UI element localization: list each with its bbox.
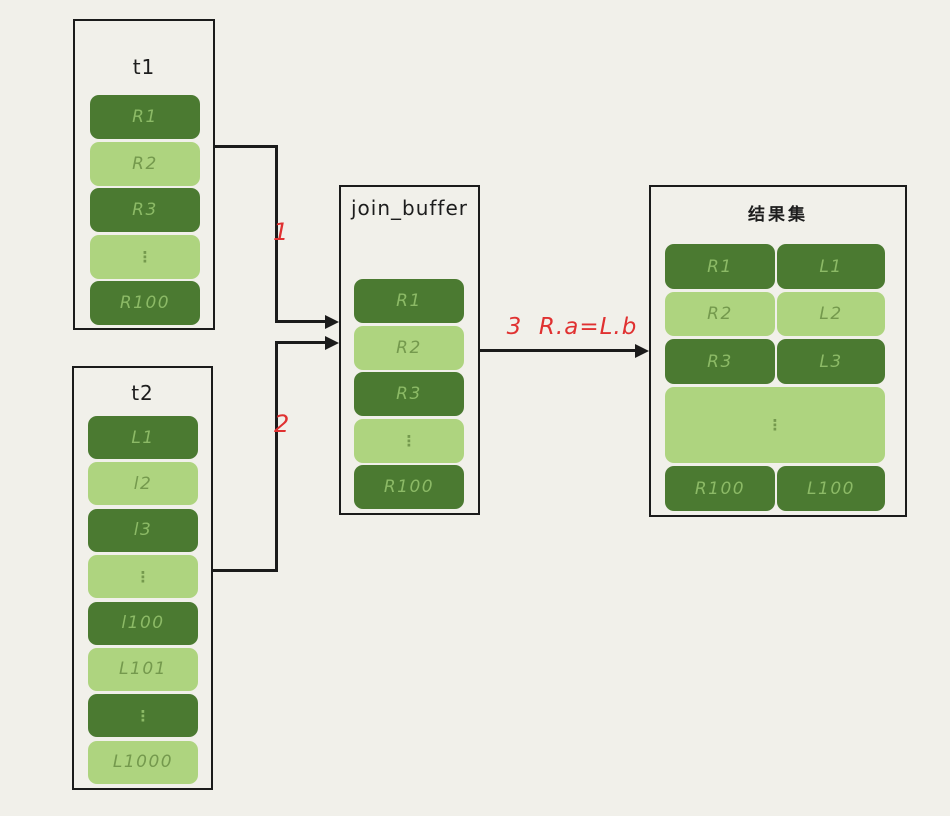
t1-row-R2: R2 bbox=[90, 141, 200, 186]
table-t1-title: t1 bbox=[132, 55, 156, 79]
t2-row-l2: l2 bbox=[88, 462, 198, 506]
t2-row-L1: L1 bbox=[88, 416, 198, 459]
join-buffer-row-dots: ⋮ bbox=[354, 418, 464, 463]
t2-row-l100: l100 bbox=[88, 601, 198, 645]
result-cell-L100: L100 bbox=[777, 466, 885, 511]
connector-1-horizontal-into-buffer bbox=[275, 320, 326, 323]
connector-3-horizontal bbox=[480, 349, 637, 352]
join-buffer-row-R100: R100 bbox=[354, 465, 464, 509]
connector-1-arrowhead-icon bbox=[325, 314, 339, 329]
t1-row-R3: R3 bbox=[90, 188, 200, 232]
join-buffer-row-R1: R1 bbox=[354, 279, 464, 323]
connector-3-arrowhead-icon bbox=[635, 343, 649, 358]
result-cell-dots: ⋮ bbox=[665, 387, 885, 463]
result-cell-R100: R100 bbox=[665, 466, 775, 511]
result-cell-R1: R1 bbox=[665, 244, 775, 289]
connector-1-horizontal-from-t1 bbox=[215, 145, 277, 148]
connector-1-vertical bbox=[275, 145, 278, 323]
table-t2-title: t2 bbox=[131, 381, 154, 405]
t2-row-L101: L101 bbox=[88, 647, 198, 691]
connector-2-vertical bbox=[275, 341, 278, 572]
t2-row-L1000: L1000 bbox=[88, 740, 198, 784]
result-cell-R2: R2 bbox=[665, 292, 775, 336]
t2-row-l3: l3 bbox=[88, 508, 198, 552]
t1-row-dots: ⋮ bbox=[90, 234, 200, 279]
join-buffer-title: join_buffer bbox=[350, 196, 468, 220]
result-cell-L3: L3 bbox=[777, 339, 885, 384]
result-cell-L1: L1 bbox=[777, 244, 885, 289]
step-3-label: 3 R.a=L.b bbox=[506, 314, 638, 340]
connector-2-arrowhead-icon bbox=[325, 335, 339, 350]
step-1-label: 1 bbox=[273, 218, 289, 246]
t2-row-dots: ⋮ bbox=[88, 694, 198, 738]
result-row-dots: ⋮ bbox=[665, 387, 885, 463]
connector-2-horizontal-from-t2 bbox=[213, 569, 278, 572]
connector-2-horizontal-into-buffer bbox=[275, 341, 326, 344]
join-buffer-row-R2: R2 bbox=[354, 325, 464, 370]
result-set-title: 结果集 bbox=[748, 205, 808, 225]
result-cell-L2: L2 bbox=[777, 292, 885, 336]
t2-row-dots: ⋮ bbox=[88, 555, 198, 599]
result-cell-R3: R3 bbox=[665, 339, 775, 384]
t1-row-R1: R1 bbox=[90, 95, 200, 139]
join-buffer-row-R3: R3 bbox=[354, 372, 464, 416]
step-2-label: 2 bbox=[274, 410, 290, 438]
t1-row-R100: R100 bbox=[90, 281, 200, 325]
